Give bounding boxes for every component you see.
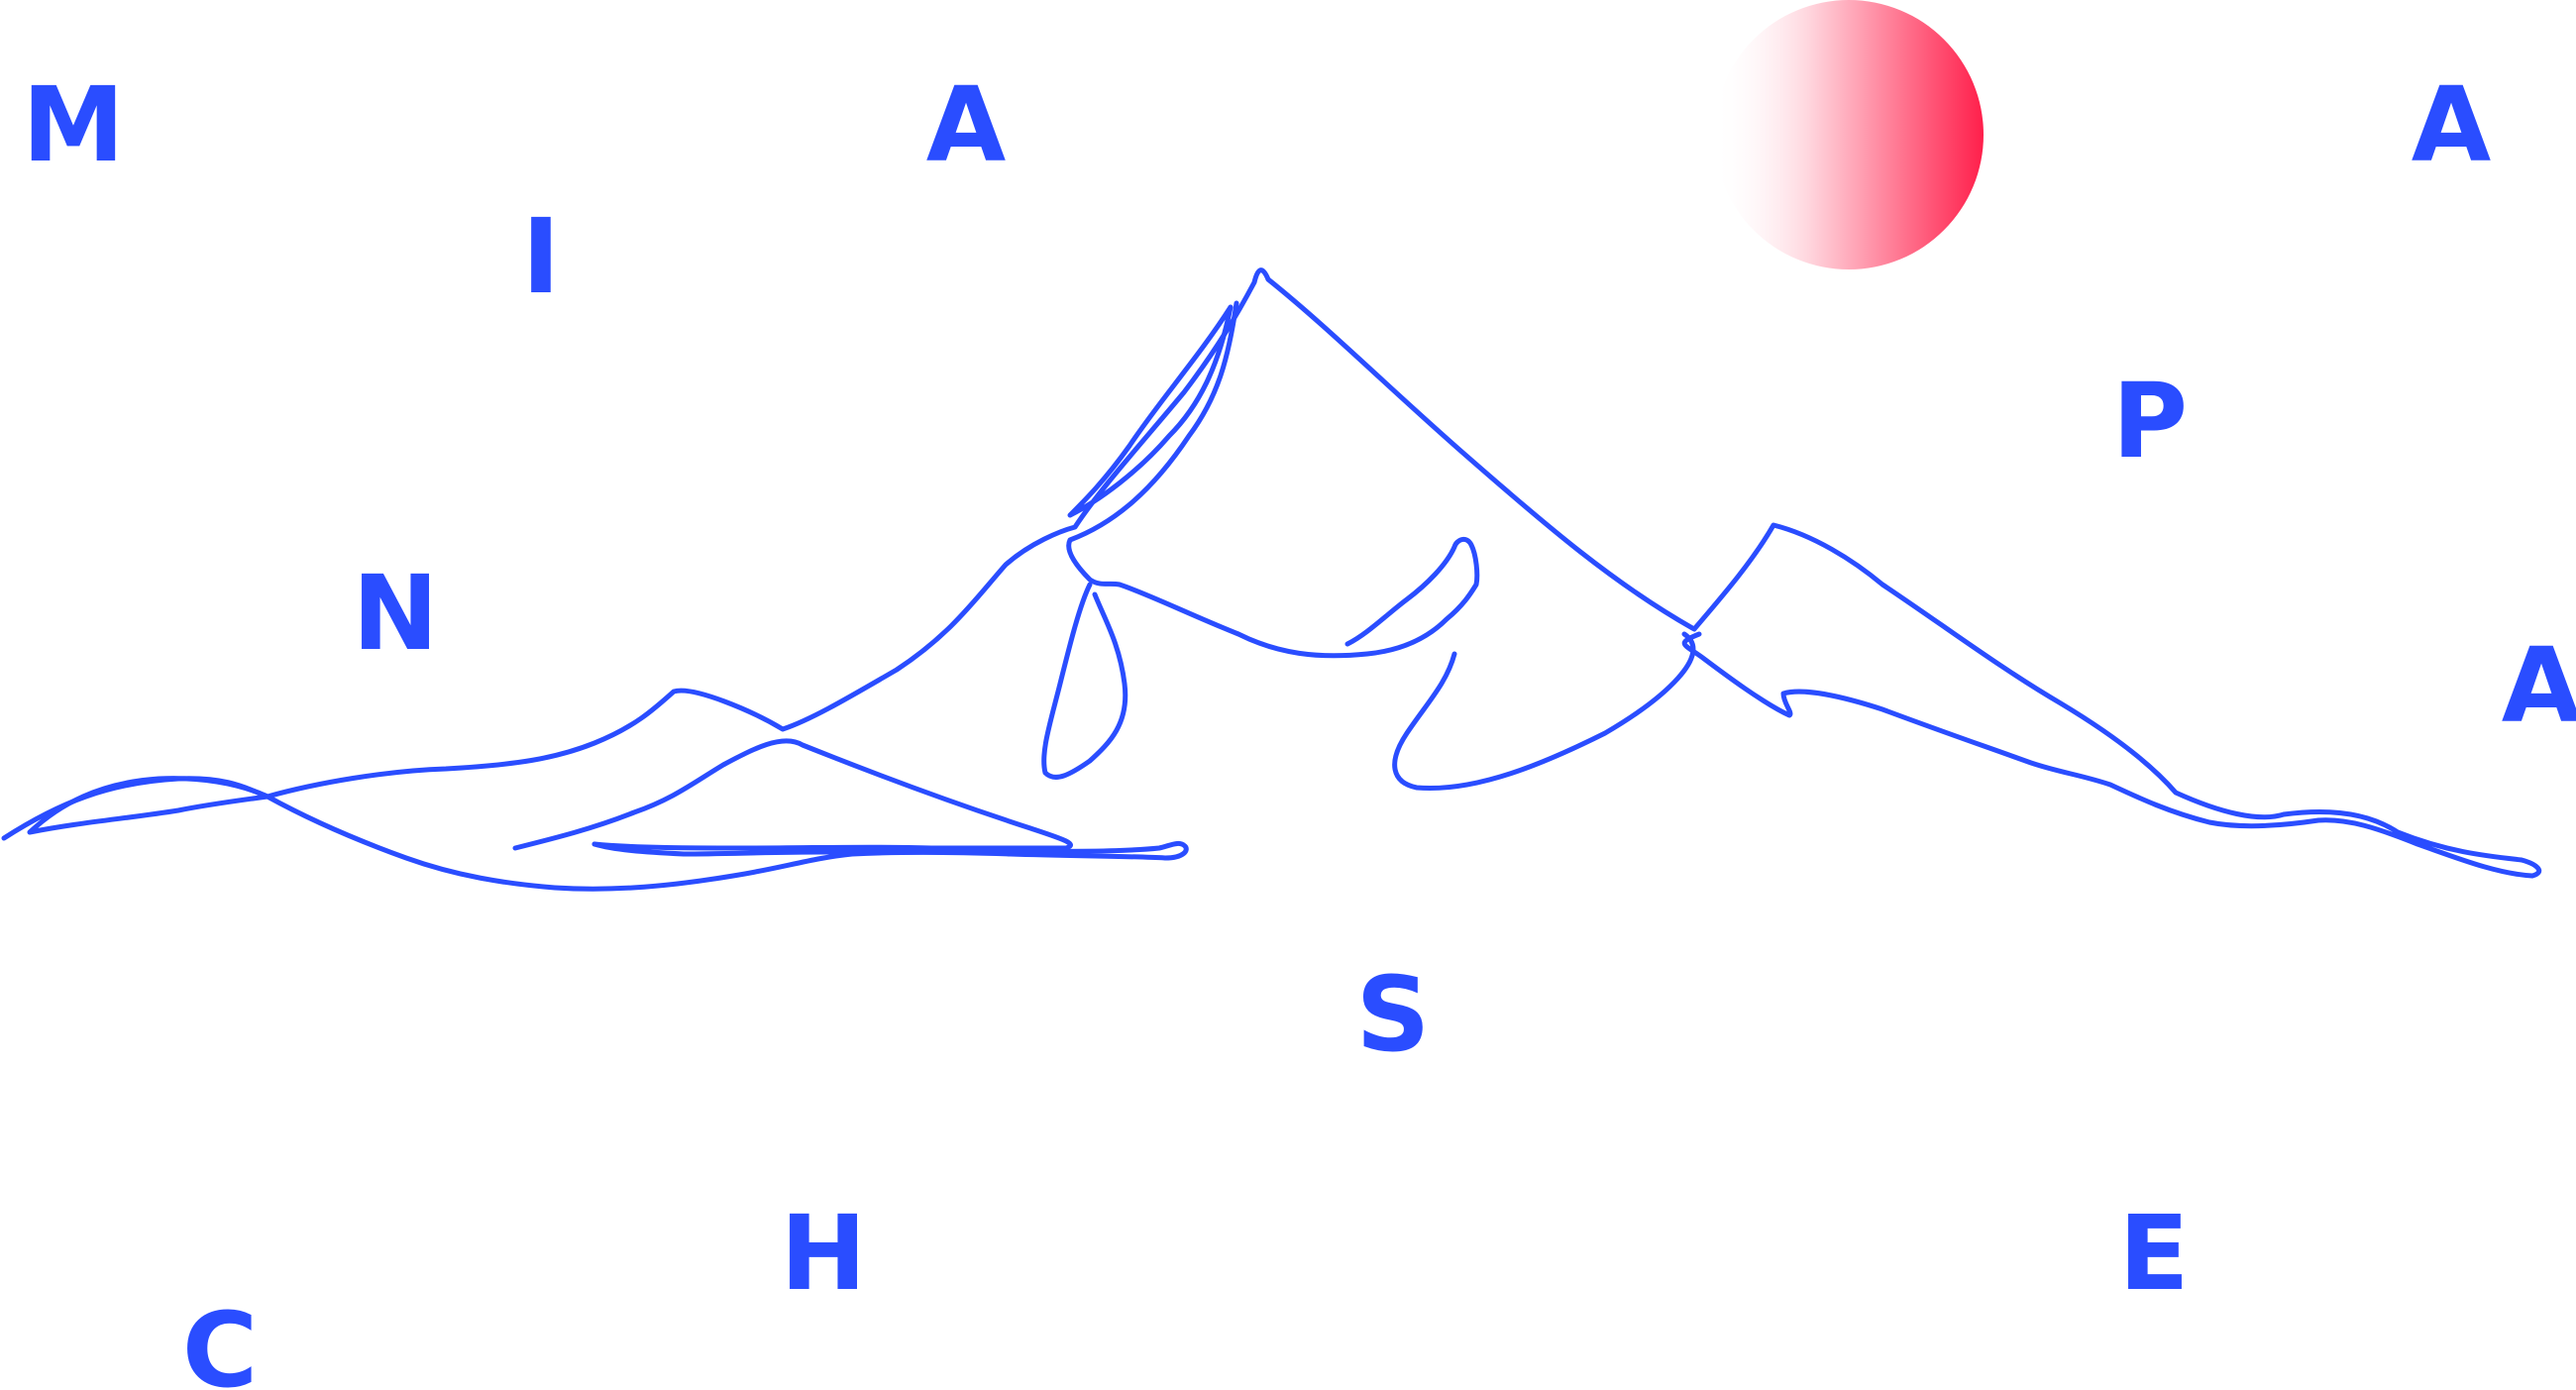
terrace-lower [512, 738, 1074, 851]
letter-a-top-right: A [2411, 64, 2492, 185]
letter-e: E [2118, 1193, 2190, 1314]
letter-a-right: A [2501, 625, 2576, 746]
sun-icon [1714, 0, 1984, 269]
letter-i: I [521, 196, 561, 317]
letter-n: N [352, 553, 439, 674]
letter-h: H [780, 1193, 867, 1314]
terrace-upper [27, 776, 270, 835]
peak-fold [1066, 300, 1480, 659]
terrace-middle [265, 794, 1189, 892]
letter-a-top-center: A [925, 64, 1007, 185]
letter-m: M [22, 64, 125, 185]
letter-s: S [1355, 954, 1431, 1075]
letter-p: P [2111, 361, 2189, 481]
descent-line [1392, 631, 1696, 792]
mountains-icon [1, 267, 2542, 892]
snow-ridge [1067, 304, 1234, 518]
ridge-line [1, 267, 2542, 879]
letter-c: C [181, 1290, 259, 1390]
valley-line [1041, 582, 1128, 780]
